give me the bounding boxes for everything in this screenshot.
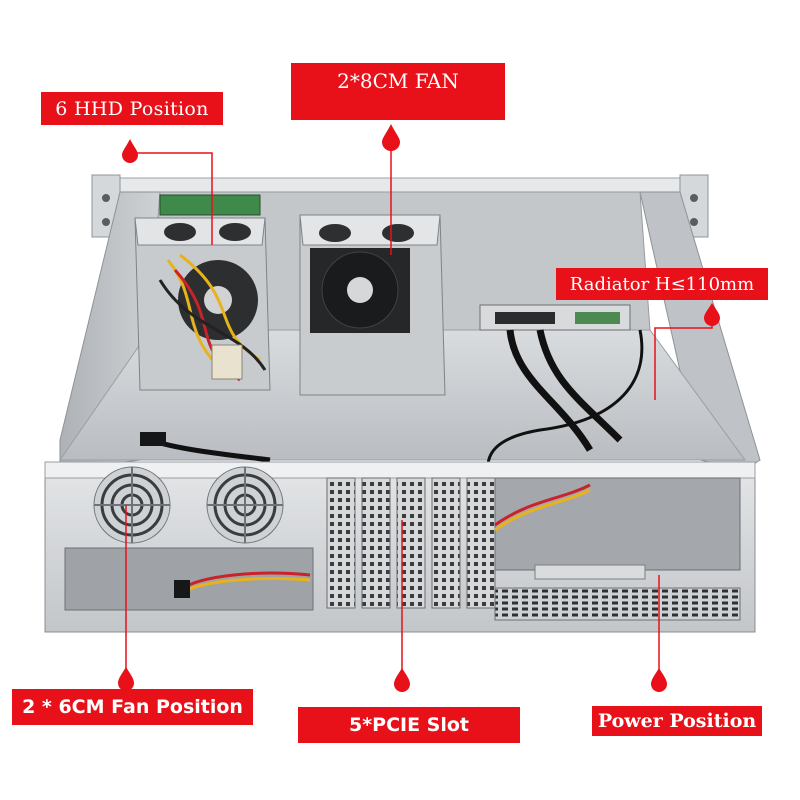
label-pcie-slot: 5*PCIE Slot xyxy=(298,707,520,743)
fan-grille-1 xyxy=(93,466,171,544)
label-8cm-fan: 2*8CM FAN xyxy=(291,63,505,120)
fan-cage-center xyxy=(299,214,446,396)
front-panel xyxy=(44,461,756,633)
label-power-position: Power Position xyxy=(590,704,764,738)
label-6cm-fan-position: 2 * 6CM Fan Position xyxy=(12,689,253,725)
pcie-slots xyxy=(326,477,496,609)
fan-grille-2 xyxy=(206,466,284,544)
psu-opening xyxy=(494,477,741,621)
label-radiator: Radiator H≤110mm xyxy=(556,268,768,300)
label-hdd-position: 6 HHD Position xyxy=(41,92,223,125)
front-io-board xyxy=(159,194,261,216)
annotation-leaders xyxy=(118,124,720,692)
hdd-cage-left xyxy=(134,217,271,391)
power-switch xyxy=(140,432,166,446)
